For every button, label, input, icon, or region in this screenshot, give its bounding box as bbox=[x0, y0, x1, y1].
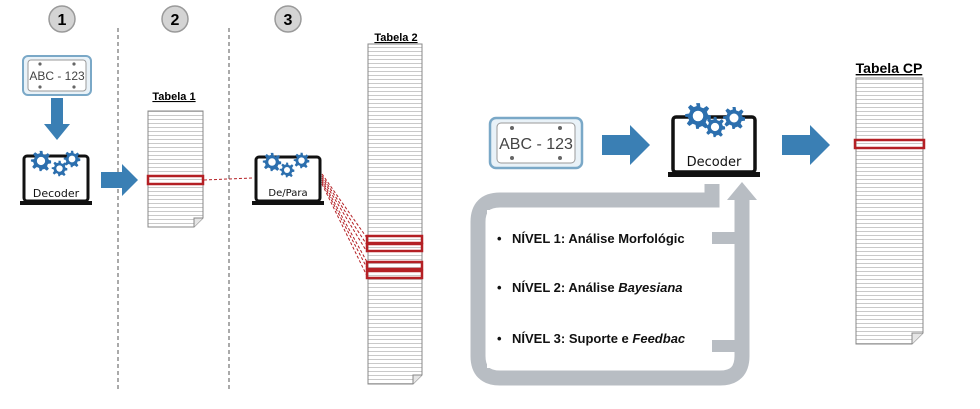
level-1: • NÍVEL 1: Análise Morfológic bbox=[497, 231, 685, 246]
plate-text-left: ABC - 123 bbox=[29, 69, 85, 83]
arrow-down-1 bbox=[44, 98, 70, 140]
tabela-cp-sheet bbox=[855, 77, 924, 345]
tabela2-highlight-3 bbox=[365, 260, 424, 271]
svg-text:NÍVEL 1: Análise Morfológic: NÍVEL 1: Análise Morfológic bbox=[512, 231, 685, 246]
level-1-prefix: NÍVEL 1: Análise bbox=[512, 231, 618, 246]
level-3: • NÍVEL 3: Suporte e Feedbac bbox=[497, 331, 686, 346]
decoder-laptop-right: Decoder bbox=[668, 103, 760, 177]
level-2-emph: Bayesiana bbox=[618, 280, 682, 295]
step-1-label: 1 bbox=[58, 12, 67, 29]
levels-panel bbox=[487, 210, 709, 368]
step-2-badge: 2 bbox=[161, 5, 189, 33]
step-2-label: 2 bbox=[171, 12, 180, 29]
license-plate-left: ABC - 123 bbox=[22, 55, 92, 96]
tabela-cp-title: Tabela CP bbox=[856, 60, 923, 76]
plate-text-right: ABC - 123 bbox=[499, 136, 573, 153]
svg-text:•: • bbox=[497, 280, 502, 295]
depara-laptop: De/Para bbox=[252, 152, 324, 205]
decoder-label-right: Decoder bbox=[687, 155, 742, 170]
decoder-label-left: Decoder bbox=[33, 187, 80, 200]
svg-text:•: • bbox=[497, 331, 502, 346]
depara-fan-lines bbox=[321, 173, 368, 277]
tabela1-sheet bbox=[147, 110, 204, 228]
svg-text:NÍVEL 3: Suporte e Feedbac: NÍVEL 3: Suporte e Feedbac bbox=[512, 331, 686, 346]
tabela1-highlight bbox=[146, 174, 205, 186]
tabela2-sheet bbox=[367, 43, 423, 385]
level-2: • NÍVEL 2: Análise Bayesiana bbox=[497, 280, 683, 295]
arrow-right-1 bbox=[101, 164, 138, 196]
tabela1-title: Tabela 1 bbox=[152, 91, 195, 103]
level-3-prefix: NÍVEL 3: Suporte e bbox=[512, 331, 632, 346]
tabela2-title: Tabela 2 bbox=[374, 32, 417, 44]
license-plate-right: ABC - 123 bbox=[488, 116, 584, 170]
svg-text:•: • bbox=[497, 231, 502, 246]
tabela-cp-highlight bbox=[853, 138, 926, 150]
arrow-right-3 bbox=[782, 125, 830, 165]
tabela2-highlight-4 bbox=[365, 269, 424, 280]
feedback-loop bbox=[470, 184, 750, 386]
arrow-right-2 bbox=[602, 125, 650, 165]
step-3-badge: 3 bbox=[274, 5, 302, 33]
link-tabela1-to-depara bbox=[203, 177, 253, 181]
decoder-laptop-left: Decoder bbox=[20, 150, 92, 205]
step-1-badge: 1 bbox=[48, 5, 76, 33]
tabela2-highlight-2 bbox=[365, 242, 424, 253]
level-2-prefix: NÍVEL 2: Análise bbox=[512, 280, 618, 295]
feedback-arrowhead bbox=[727, 182, 757, 200]
depara-label: De/Para bbox=[268, 188, 307, 199]
level-1-suffix: Morfológic bbox=[618, 231, 684, 246]
step-3-label: 3 bbox=[284, 12, 293, 29]
svg-text:NÍVEL 2: Análise Bayesiana: NÍVEL 2: Análise Bayesiana bbox=[512, 280, 683, 295]
level-3-emph: Feedbac bbox=[632, 331, 686, 346]
